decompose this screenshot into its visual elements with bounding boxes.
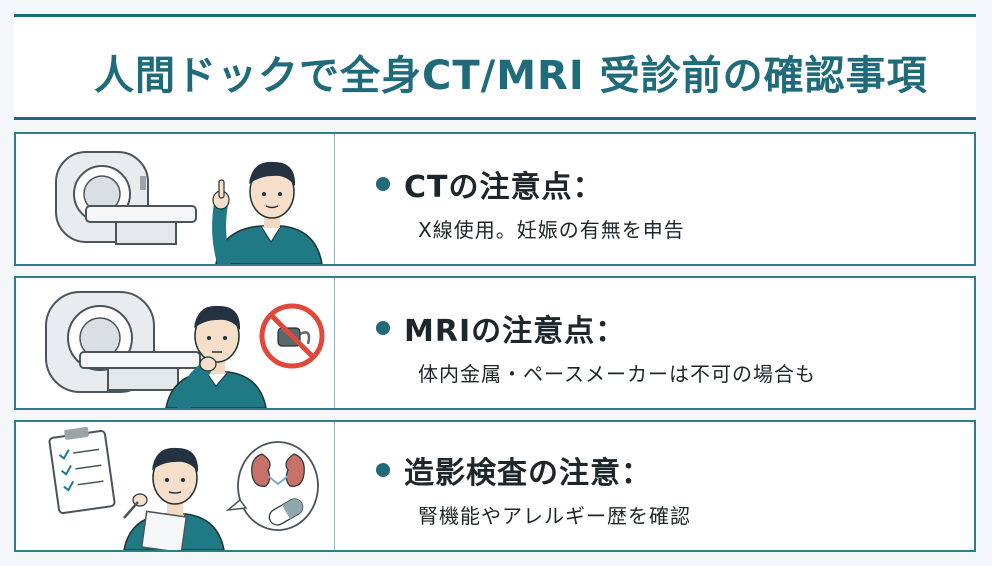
contrast-heading: 造影検査の注意：	[404, 456, 652, 491]
no-metal-icon	[259, 303, 325, 369]
contrast-illustration	[16, 422, 334, 554]
person-writing-icon	[123, 447, 225, 554]
page-title: 人間ドックで全身CT/MRI 受診前の確認事項	[94, 53, 928, 99]
card-divider	[334, 278, 335, 408]
contrast-detail: 腎機能やアレルギー歴を確認	[418, 504, 691, 528]
contrast-card: 造影検査の注意： 腎機能やアレルギー歴を確認	[14, 420, 976, 554]
card-divider	[334, 134, 335, 264]
ct-heading-row: CTの注意点：	[376, 162, 603, 206]
title-band: 人間ドックで全身CT/MRI 受診前の確認事項	[14, 14, 976, 120]
bullet-icon	[376, 177, 390, 191]
mri-scanner-icon	[45, 291, 201, 393]
ct-scanner-icon	[55, 151, 197, 245]
kidney-icon	[251, 453, 305, 487]
bullet-icon	[376, 463, 390, 477]
mri-card: MRIの注意点： 体内金属・ペースメーカーは不可の場合も	[14, 276, 976, 413]
mri-detail: 体内金属・ペースメーカーは不可の場合も	[418, 362, 816, 386]
bullet-icon	[376, 321, 390, 335]
capsule-icon	[268, 498, 304, 526]
contrast-heading-row: 造影検査の注意：	[376, 448, 652, 492]
mri-illustration	[16, 278, 334, 413]
ct-illustration	[16, 134, 334, 269]
person-pointing-icon	[212, 161, 323, 269]
card-divider	[334, 422, 335, 550]
ct-heading: CTの注意点：	[404, 170, 604, 205]
ct-card: CTの注意点： X線使用。妊娠の有無を申告	[14, 132, 976, 269]
mri-heading: MRIの注意点：	[404, 314, 627, 349]
ct-detail: X線使用。妊娠の有無を申告	[418, 218, 685, 242]
clipboard-checklist-icon	[48, 427, 116, 515]
person-thinking-icon	[165, 305, 267, 413]
mri-heading-row: MRIの注意点：	[376, 306, 626, 350]
